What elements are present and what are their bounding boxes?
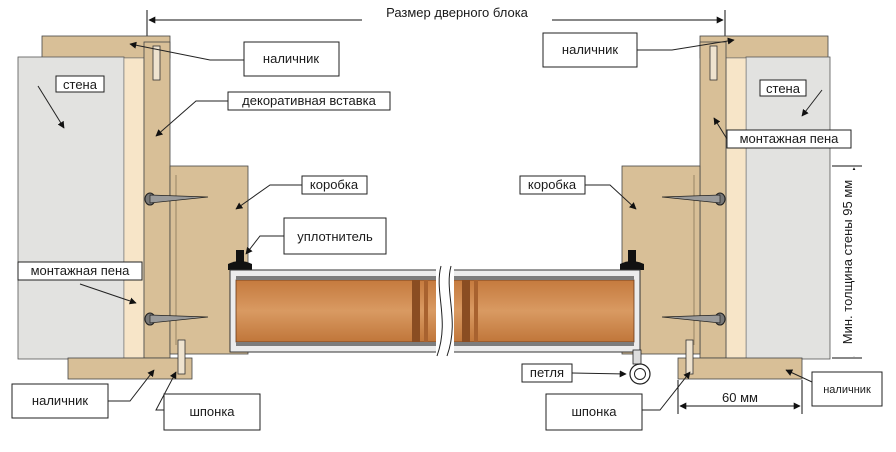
left-bottom-dowel bbox=[177, 339, 186, 375]
right-bottom-casing bbox=[677, 357, 803, 380]
label-wall-left: стена bbox=[37, 75, 105, 129]
label-text: декоративная вставка bbox=[242, 93, 376, 108]
right-lower-screw bbox=[661, 312, 726, 326]
label-hinge: петля bbox=[521, 363, 627, 383]
label-casing-bottom-right: наличник bbox=[785, 369, 883, 407]
left-mounting-foam bbox=[123, 57, 145, 359]
label-text: стена bbox=[766, 81, 801, 96]
label-foam-right: монтажная пена bbox=[713, 117, 852, 149]
label-text: шпонка bbox=[189, 404, 235, 419]
label-dowel-left: шпонка bbox=[155, 371, 261, 431]
label-wall-right: стена bbox=[759, 79, 823, 117]
label-casing-top-right: наличник bbox=[542, 32, 735, 68]
right-mounting-foam bbox=[725, 57, 747, 359]
label-seal: уплотнитель bbox=[245, 217, 387, 255]
label-text: коробка bbox=[528, 177, 577, 192]
label-text: наличник bbox=[562, 42, 618, 57]
label-text: шпонка bbox=[571, 404, 617, 419]
label-text: наличник bbox=[823, 384, 871, 396]
label-casing-bottom-left: наличник bbox=[11, 369, 155, 419]
label-dowel-right: шпонка bbox=[545, 371, 691, 431]
label-casing-top-left: наличник bbox=[129, 41, 340, 77]
label-text: петля bbox=[530, 365, 564, 380]
label-decorative-insert: декоративная вставка bbox=[155, 91, 391, 137]
min-wall-thickness-label: Мин. толщина стены 95 мм bbox=[840, 180, 855, 344]
door-block-dimension: Размер дверного блока bbox=[146, 5, 726, 36]
left-seal bbox=[228, 250, 252, 270]
label-frame-left: коробка bbox=[235, 175, 368, 210]
door-leaf bbox=[229, 265, 651, 385]
left-wall bbox=[17, 56, 125, 360]
left-top-dowel bbox=[152, 45, 161, 81]
door-block-size-title: Размер дверного блока bbox=[386, 5, 529, 20]
right-seal bbox=[620, 250, 644, 270]
wall-thickness-dimension: Мин. толщина стены 95 мм bbox=[832, 165, 862, 359]
left-upper-screw bbox=[144, 192, 209, 206]
label-text: наличник bbox=[32, 393, 88, 408]
right-bottom-dowel bbox=[685, 339, 694, 375]
left-assembly bbox=[17, 35, 252, 380]
label-foam-left: монтажная пена bbox=[17, 261, 143, 305]
hinge-icon bbox=[629, 349, 651, 385]
label-text: наличник bbox=[263, 51, 319, 66]
casing-width-dimension: 60 мм bbox=[677, 380, 803, 414]
label-text: монтажная пена bbox=[740, 131, 840, 146]
right-wall bbox=[745, 56, 831, 360]
left-lower-screw bbox=[144, 312, 209, 326]
label-frame-right: коробка bbox=[519, 175, 637, 210]
right-top-dowel bbox=[709, 45, 718, 81]
label-text: коробка bbox=[310, 177, 359, 192]
casing-width-label: 60 мм bbox=[722, 390, 758, 405]
label-text: монтажная пена bbox=[31, 263, 131, 278]
label-text: уплотнитель bbox=[297, 229, 373, 244]
label-text: стена bbox=[63, 77, 98, 92]
right-upper-screw bbox=[661, 192, 726, 206]
left-bottom-casing bbox=[67, 357, 193, 380]
